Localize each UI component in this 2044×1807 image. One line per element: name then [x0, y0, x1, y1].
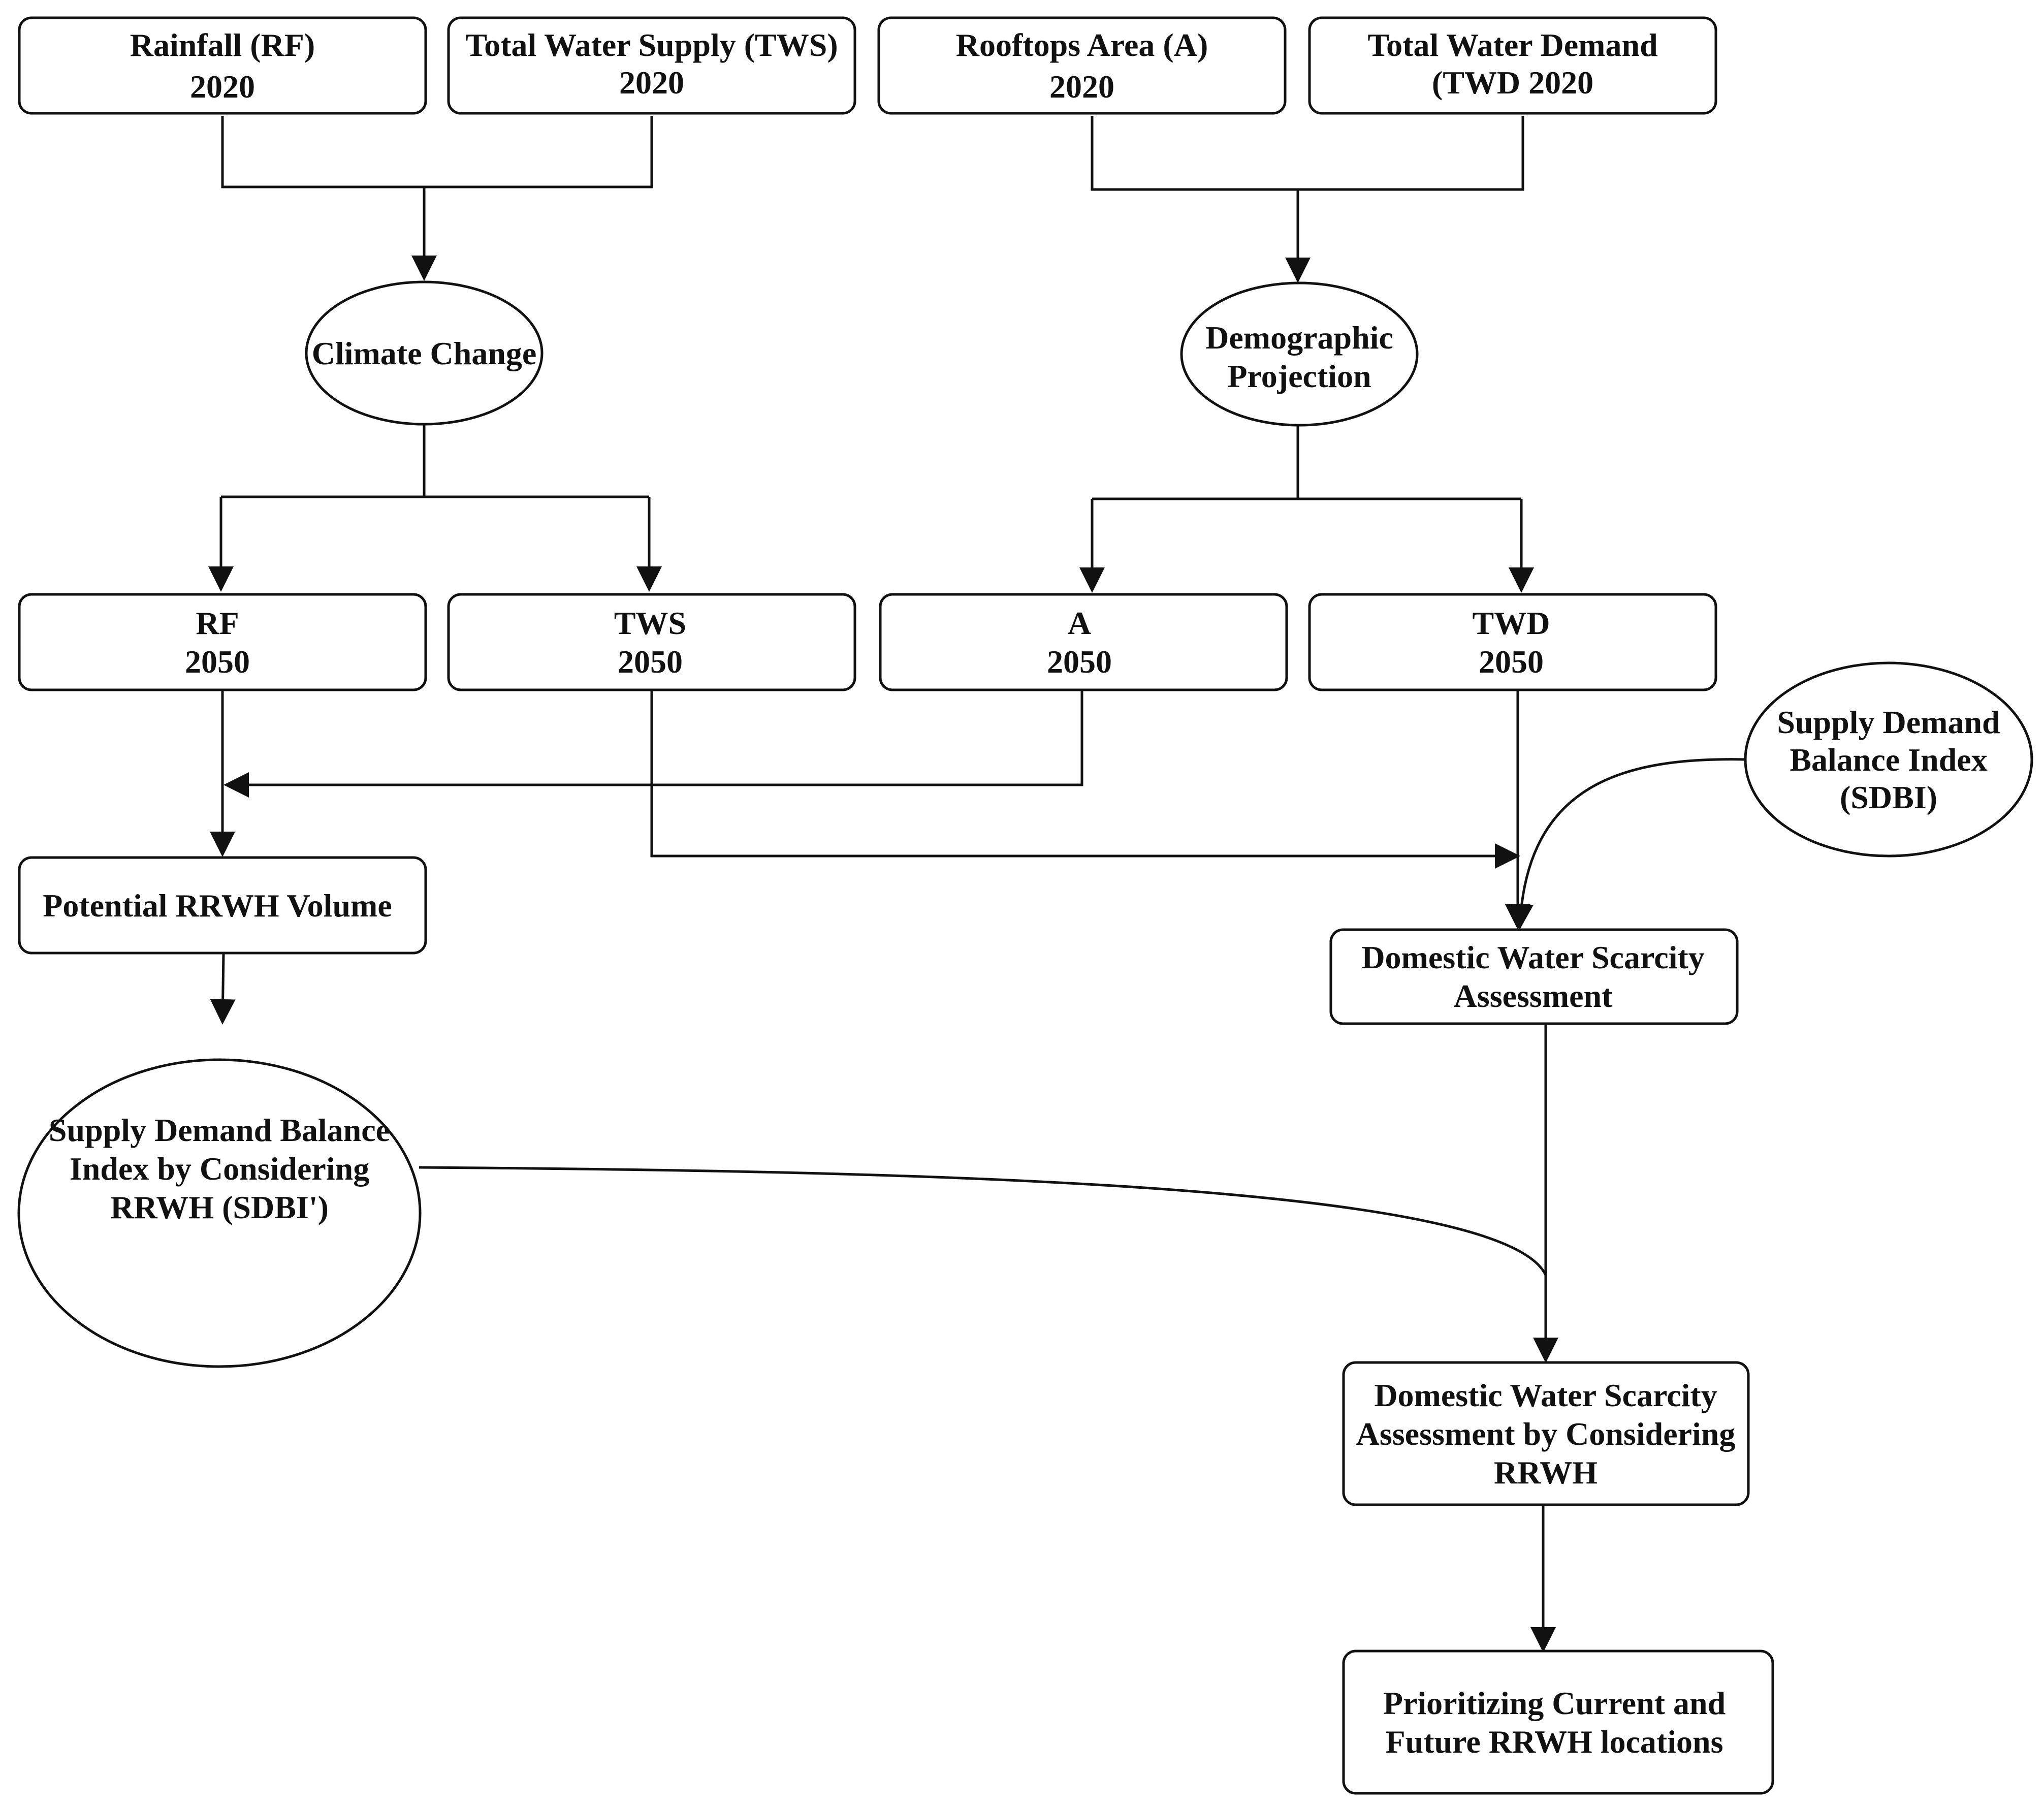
node-label-line: Climate Change — [312, 335, 537, 371]
node-label-line: A — [1068, 605, 1091, 641]
arrow-sdbi-to-water-scarcity — [1508, 758, 1747, 930]
node-label-line: Future RRWH locations — [1386, 1724, 1723, 1760]
nodes: Rainfall (RF) 2020 Total Water Supply (TW… — [17, 16, 2033, 1795]
node-label-line: Index by Considering — [70, 1151, 369, 1187]
node-total-water-demand-2020: Total Water Demand(TWD 2020 — [1308, 16, 1717, 115]
node-label-line: Total Water Demand — [1367, 27, 1657, 63]
edge-rf-2020-to-climate-change — [221, 116, 424, 188]
arrow-a-2050-to-rf-line — [223, 690, 1083, 798]
node-label-line: (TWD 2020 — [1432, 65, 1593, 101]
node-label: Climate Change — [312, 335, 537, 371]
edge-tws-2020-to-climate-change — [424, 116, 653, 188]
edge-a-2020-to-demographic-projection — [1091, 116, 1298, 191]
node-label-line: Rainfall (RF) — [130, 27, 315, 63]
node-label-line: Domestic Water Scarcity — [1361, 939, 1704, 975]
edge-sdbi-prime-to-water-scarcity-rrwh — [419, 1166, 1547, 1276]
node-label-line: Demographic — [1205, 320, 1393, 356]
node-climate-change: Climate Change — [305, 280, 544, 426]
node-label-line: 2050 — [1479, 644, 1544, 680]
node-label-line: Supply Demand Balance — [49, 1112, 390, 1148]
node-label-line: 2050 — [618, 644, 683, 680]
edge-twd-2020-to-demographic-projection — [1298, 116, 1524, 191]
node-label: Total Water Demand(TWD 2020 — [1367, 27, 1657, 101]
node-label-line: Balance Index — [1790, 742, 1987, 778]
node-label-line: 2020 — [190, 69, 255, 105]
edge-climate-change-split — [221, 423, 649, 498]
node-label-line: Rooftops Area (A) — [956, 27, 1208, 63]
node-rainfall-2020: Rainfall (RF) 2020 — [18, 16, 427, 115]
node-label: Potential RRWH Volume — [43, 887, 392, 924]
node-total-water-supply-2020: Total Water Supply (TWS)2020 — [447, 16, 856, 115]
node-label-line: Assessment by Considering — [1356, 1416, 1736, 1452]
node-label-line: Projection — [1227, 358, 1371, 394]
node-label-line: (SDBI) — [1840, 779, 1937, 815]
node-label-line: RRWH (SDBI') — [110, 1189, 329, 1225]
node-label-line: Prioritizing Current and — [1383, 1685, 1726, 1721]
node-label-line: Potential RRWH Volume — [43, 887, 392, 924]
node-rooftops-area-2020: Rooftops Area (A) 2020 — [877, 16, 1287, 115]
arrow-potential-volume-to-sdbi-prime — [210, 954, 236, 1025]
node-label-line: Supply Demand — [1777, 704, 2000, 740]
edges — [208, 116, 1747, 1653]
node-label-line: 2020 — [1049, 69, 1114, 105]
node-label-line: RF — [196, 605, 239, 641]
node-label-line: 2020 — [619, 65, 684, 101]
node-label-line: Total Water Supply (TWS) — [465, 27, 838, 63]
node-label-line: 2050 — [185, 644, 250, 680]
node-label: Rooftops Area (A) 2020 — [956, 27, 1208, 105]
node-label-line: Domestic Water Scarcity — [1374, 1377, 1717, 1413]
node-label-line: Assessment — [1454, 978, 1613, 1014]
node-label: Total Water Supply (TWS)2020 — [465, 27, 838, 101]
node-label: Rainfall (RF) 2020 — [130, 27, 315, 105]
arrow-tws-2050-to-twd-line — [650, 690, 1520, 869]
node-label-line: RRWH — [1494, 1454, 1598, 1491]
node-label-line: TWS — [614, 605, 686, 641]
node-potential-rrwh-volume: Potential RRWH Volume — [18, 856, 427, 955]
node-label-line: TWD — [1473, 605, 1550, 641]
edge-demographic-projection-split — [1092, 426, 1521, 500]
node-label-line: 2050 — [1047, 644, 1112, 680]
